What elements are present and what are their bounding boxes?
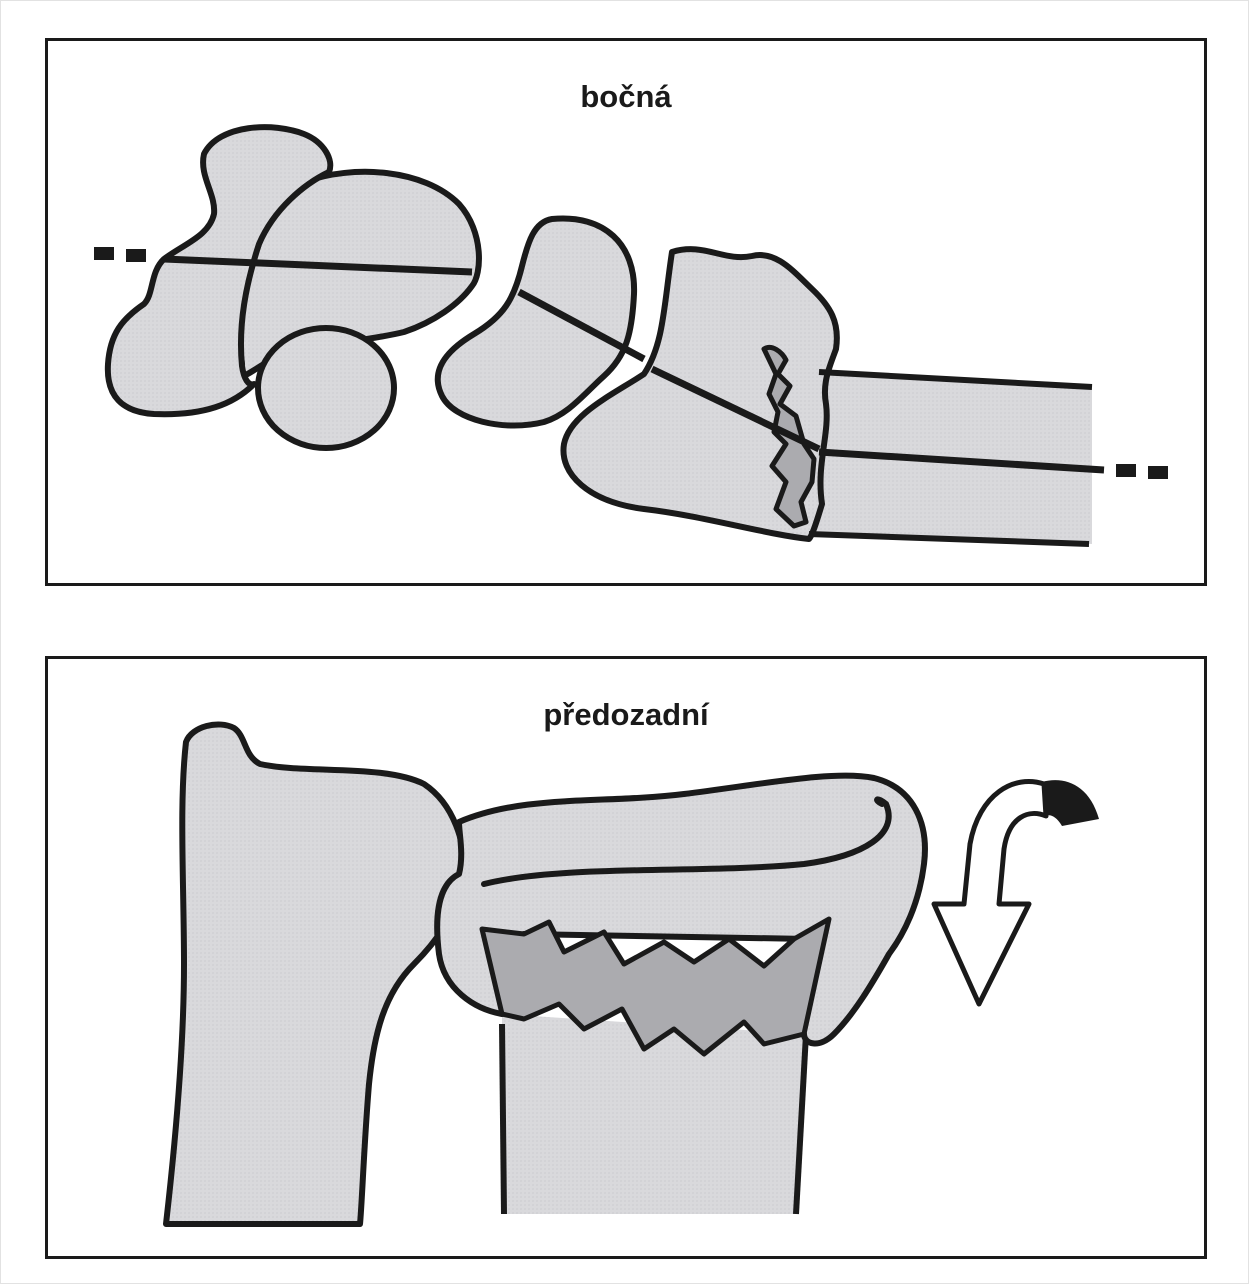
rotation-arrow-icon bbox=[934, 782, 1046, 1005]
radius-cortex-left bbox=[502, 1024, 504, 1214]
lateral-view-drawing bbox=[48, 41, 1204, 583]
ap-view-drawing bbox=[48, 659, 1204, 1256]
rotation-arrow-tail-icon bbox=[1042, 780, 1099, 826]
ap-view-panel: předozadní bbox=[45, 656, 1207, 1259]
axis-dash bbox=[1116, 464, 1136, 477]
ulna-bone bbox=[166, 724, 464, 1224]
panel-title-lateral: bočná bbox=[48, 79, 1204, 115]
panel-title-anteroposterior: předozadní bbox=[48, 697, 1204, 733]
lateral-view-panel: bočná bbox=[45, 38, 1207, 586]
axis-dash bbox=[1148, 466, 1168, 479]
small-carpal-bone bbox=[258, 328, 394, 448]
axis-dash bbox=[126, 249, 146, 262]
axis-dash bbox=[94, 247, 114, 260]
